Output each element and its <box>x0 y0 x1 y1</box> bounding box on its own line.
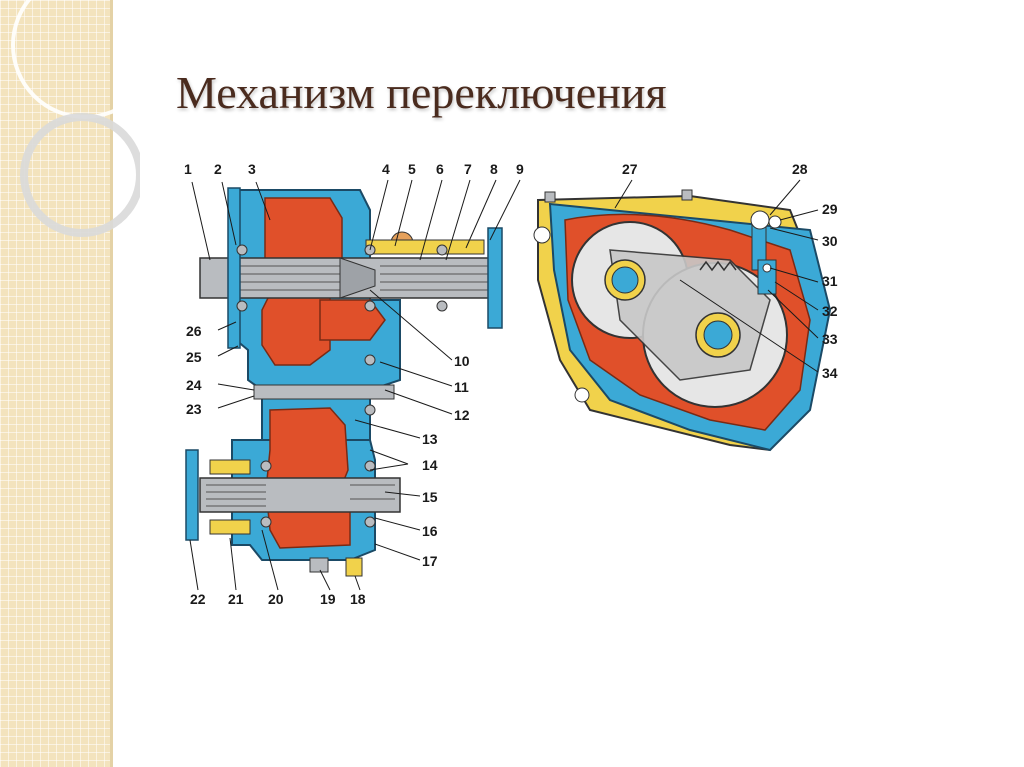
callout-24: 24 <box>186 377 202 393</box>
callout-6: 6 <box>436 161 444 177</box>
bearings <box>236 244 448 528</box>
lower-spline-hub-inner <box>703 320 733 350</box>
callout-7: 7 <box>464 161 472 177</box>
shaft-cone <box>339 257 376 299</box>
callout-15: 15 <box>422 489 438 505</box>
shaft-splines-bottom <box>206 484 395 507</box>
callout-18: 18 <box>350 591 366 607</box>
lever-pivot-2 <box>768 215 782 229</box>
lower-left-plate <box>209 459 251 475</box>
slide-title: Механизм переключения <box>176 67 667 118</box>
lower-left-plate-2 <box>209 519 251 535</box>
callout-9: 9 <box>516 161 524 177</box>
callout-26: 26 <box>186 323 202 339</box>
callout-25: 25 <box>186 349 202 365</box>
callout-20: 20 <box>268 591 284 607</box>
callout-28: 28 <box>792 161 808 177</box>
callout-10: 10 <box>454 353 470 369</box>
leader-lines-left <box>189 179 521 591</box>
callout-33: 33 <box>822 331 838 347</box>
callout-29: 29 <box>822 201 838 217</box>
decorative-rings <box>11 0 140 237</box>
top-right-flange <box>487 227 503 329</box>
callout-11: 11 <box>454 379 469 395</box>
left-bolt <box>533 226 551 244</box>
sidebar-edge <box>110 0 113 767</box>
callout-31: 31 <box>822 273 838 289</box>
middle-shaft <box>253 384 395 400</box>
callout-19: 19 <box>320 591 336 607</box>
transfer-case-diagram: 1 2 3 4 5 6 7 8 9 10 11 12 13 14 15 16 1… <box>184 161 838 607</box>
leader-lines-right <box>614 179 819 373</box>
upper-spline-hub-inner <box>611 266 639 294</box>
callout-2: 2 <box>214 161 222 177</box>
lower-bolt <box>574 387 590 403</box>
callout-21: 21 <box>228 591 244 607</box>
side-view <box>533 189 832 452</box>
callout-5: 5 <box>408 161 416 177</box>
callout-12: 12 <box>454 407 470 423</box>
callout-30: 30 <box>822 233 838 249</box>
bottom-yellow <box>345 557 363 577</box>
callout-14: 14 <box>422 457 438 473</box>
callout-13: 13 <box>422 431 438 447</box>
callout-32: 32 <box>822 303 838 319</box>
sectional-view <box>185 187 503 577</box>
top-bolt-1 <box>544 191 556 203</box>
callout-22: 22 <box>190 591 206 607</box>
callout-4: 4 <box>382 161 390 177</box>
detent-ball <box>762 263 772 273</box>
callout-labels: 1 2 3 4 5 6 7 8 9 10 11 12 13 14 15 16 1… <box>184 161 838 607</box>
callout-3: 3 <box>248 161 256 177</box>
lower-left-flange <box>185 449 199 541</box>
shaft-splines-top <box>230 265 490 291</box>
callout-27: 27 <box>622 161 638 177</box>
top-left-flange <box>227 187 241 349</box>
callout-1: 1 <box>184 161 192 177</box>
spring <box>699 260 737 272</box>
lower-shaft <box>199 477 401 513</box>
callout-23: 23 <box>186 401 202 417</box>
drain-plug <box>309 557 329 573</box>
lever-pivot <box>750 210 770 230</box>
callout-8: 8 <box>490 161 498 177</box>
callout-16: 16 <box>422 523 438 539</box>
top-bolt-2 <box>681 189 693 201</box>
callout-17: 17 <box>422 553 438 569</box>
callout-34: 34 <box>822 365 838 381</box>
